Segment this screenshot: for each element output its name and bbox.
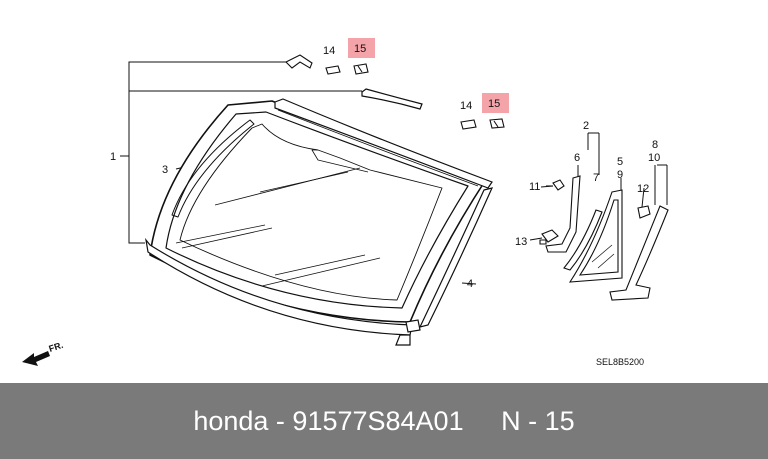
fastener-12 (637, 205, 651, 219)
footer-bar: honda - 91577S84A01 N - 15 (0, 383, 768, 459)
callout-3: 3 (162, 164, 168, 176)
callout-4: 4 (467, 278, 473, 290)
quarter-glass (568, 189, 623, 283)
callout-2: 2 (583, 120, 589, 132)
footer-callout-label: N (501, 405, 521, 436)
clip-14-second (460, 119, 477, 130)
windshield-glass (149, 100, 486, 323)
lower-dam (145, 237, 421, 346)
callout-9: 9 (617, 169, 623, 181)
callout-12: 12 (637, 183, 649, 195)
callout-15-first: 15 (354, 43, 366, 55)
clip-15-first (353, 63, 369, 75)
callout-7: 7 (593, 172, 599, 184)
callout-10: 10 (648, 152, 660, 164)
footer-separator: - (520, 405, 545, 436)
quarter-seal (563, 209, 603, 271)
callout-6: 6 (574, 152, 580, 164)
callout-11: 11 (529, 181, 540, 193)
highlight-box-15-second (482, 93, 509, 113)
rear-garnish (609, 205, 669, 301)
fastener-13 (539, 229, 559, 245)
pillar-molding (545, 175, 581, 253)
front-arrow-icon (22, 351, 50, 366)
callout-8: 8 (652, 139, 658, 151)
clip-15-second (489, 118, 505, 129)
front-arrow-label: FR. (48, 340, 65, 354)
highlight-box-15-first (348, 38, 375, 58)
footer-brand: honda (193, 405, 269, 436)
callout-15-second: 15 (488, 98, 500, 110)
footer-part-number: 91577S84A01 (292, 405, 464, 436)
clip-14-first (325, 65, 341, 75)
parts-diagram: 1 2 3 4 5 6 7 8 9 10 11 12 13 14 14 15 1… (22, 38, 669, 367)
footer-separator: - (268, 405, 293, 436)
callout-5: 5 (617, 156, 623, 168)
callout-13: 13 (515, 236, 527, 248)
upper-molding (274, 98, 493, 189)
footer-callout-number: 15 (544, 405, 575, 436)
callout-14-first: 14 (323, 45, 335, 57)
clip-bracket-left (285, 54, 313, 69)
callout-1: 1 (110, 151, 116, 163)
footer-gap (464, 406, 502, 437)
diagram-code: SEL8B5200 (596, 357, 644, 367)
top-strip (361, 88, 423, 110)
callout-14-second: 14 (460, 100, 472, 112)
fastener-11 (546, 179, 565, 191)
side-molding (418, 187, 494, 328)
